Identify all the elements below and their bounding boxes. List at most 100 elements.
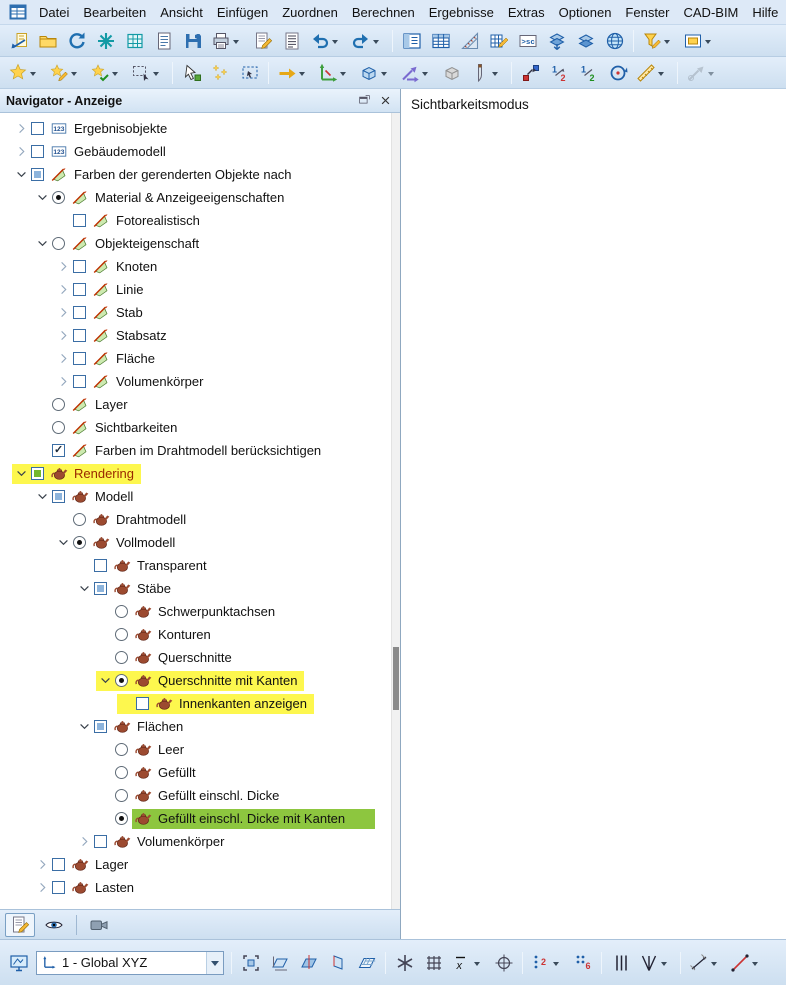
radio-button[interactable] xyxy=(52,398,65,411)
menu-zuordnen[interactable]: Zuordnen xyxy=(282,4,338,20)
tree-item-stab[interactable]: Stab xyxy=(0,301,400,324)
radio-button[interactable] xyxy=(52,237,65,250)
tree-item-drahtmodell[interactable]: Drahtmodell xyxy=(0,508,400,531)
generate-structure-button[interactable] xyxy=(92,28,119,54)
tree-item-farben-der-gerenderten-objekte-nach[interactable]: Farben der gerenderten Objekte nach xyxy=(0,163,400,186)
checkbox[interactable] xyxy=(52,490,65,503)
tab-data[interactable] xyxy=(5,912,35,937)
tree-item-label[interactable]: Linie xyxy=(116,282,144,297)
tree-item-label[interactable]: Vollmodell xyxy=(116,535,176,550)
tree-item-objekteigenschaft[interactable]: Objekteigenschaft xyxy=(0,232,400,255)
checkbox[interactable] xyxy=(73,329,86,342)
tree-item-label[interactable]: Gefüllt xyxy=(158,765,196,780)
menu-optionen[interactable]: Optionen xyxy=(558,4,612,20)
regenerate-model-button[interactable] xyxy=(63,28,90,54)
close-panel-button[interactable] xyxy=(376,92,394,110)
checkbox[interactable] xyxy=(73,306,86,319)
menu-berechnen[interactable]: Berechnen xyxy=(351,4,415,20)
project-button[interactable] xyxy=(397,60,436,86)
expand-arrow-icon[interactable] xyxy=(54,304,73,322)
viewport[interactable]: Sichtbarkeitsmodus xyxy=(401,89,786,939)
tree-item-innenkanten-anzeigen[interactable]: Innenkanten anzeigen xyxy=(0,692,400,715)
radio-button[interactable] xyxy=(73,513,86,526)
tree-item-label[interactable]: Farben der gerenderten Objekte nach xyxy=(74,167,292,182)
expand-arrow-icon[interactable] xyxy=(12,120,31,138)
print-preview-button[interactable] xyxy=(150,28,177,54)
checkbox[interactable] xyxy=(73,375,86,388)
radio-button[interactable] xyxy=(73,536,86,549)
layers-button[interactable] xyxy=(572,28,599,54)
grid-spacing-button[interactable]: x xyxy=(449,950,488,976)
menu-hilfe[interactable]: Hilfe xyxy=(752,4,779,20)
collapse-arrow-icon[interactable] xyxy=(33,189,52,207)
tree-item-label[interactable]: Schwerpunktachsen xyxy=(158,604,276,619)
tree-item-stabsatz[interactable]: Stabsatz xyxy=(0,324,400,347)
radio-button[interactable] xyxy=(115,789,128,802)
checkbox[interactable] xyxy=(94,835,107,848)
import-model-button[interactable] xyxy=(5,28,32,54)
expand-arrow-icon[interactable] xyxy=(54,373,73,391)
tree-item-label[interactable]: Gefüllt einschl. Dicke mit Kanten xyxy=(158,811,346,826)
tree-item-label[interactable]: Fotorealistisch xyxy=(116,213,200,228)
radio-button[interactable] xyxy=(52,421,65,434)
float-panel-button[interactable] xyxy=(355,92,373,110)
checkbox[interactable] xyxy=(94,582,107,595)
visibility-edit-button[interactable] xyxy=(46,60,85,86)
workplane-yz-button[interactable] xyxy=(324,950,351,976)
tree-item-label[interactable]: Rendering xyxy=(74,466,134,481)
tree-item-label[interactable]: Flächen xyxy=(137,719,184,734)
menu-datei[interactable]: Datei xyxy=(39,4,70,20)
tree-item-label[interactable]: Farben im Drahtmodell berücksichtigen xyxy=(95,443,322,458)
tree-item-label[interactable]: Transparent xyxy=(137,558,207,573)
checkbox[interactable] xyxy=(94,720,107,733)
radio-button[interactable] xyxy=(115,674,128,687)
radio-button[interactable] xyxy=(115,628,128,641)
checkbox[interactable] xyxy=(73,352,86,365)
checkbox[interactable] xyxy=(94,559,107,572)
tree-item-schwerpunktachsen[interactable]: Schwerpunktachsen xyxy=(0,600,400,623)
snap-points-6-button[interactable]: 6 xyxy=(569,950,596,976)
tree-item-gefüllt-einschl-dicke-mit-kanten[interactable]: Gefüllt einschl. Dicke mit Kanten xyxy=(0,807,400,830)
collapse-arrow-icon[interactable] xyxy=(33,488,52,506)
undo-button[interactable] xyxy=(307,28,346,54)
viewport-frame-button[interactable] xyxy=(237,950,264,976)
collapse-arrow-icon[interactable] xyxy=(96,672,115,690)
tree-item-label[interactable]: Querschnitte xyxy=(158,650,232,665)
expand-arrow-icon[interactable] xyxy=(33,879,52,897)
guidelines-parallel-button[interactable] xyxy=(607,950,634,976)
checkbox[interactable] xyxy=(73,260,86,273)
workplane-grid-button[interactable] xyxy=(353,950,380,976)
collapse-arrow-icon[interactable] xyxy=(12,465,31,483)
toggle-tables-button[interactable] xyxy=(427,28,454,54)
expand-arrow-icon[interactable] xyxy=(12,143,31,161)
tree-item-label[interactable]: Stab xyxy=(116,305,143,320)
edit-tables-button[interactable] xyxy=(485,28,512,54)
tree-item-label[interactable]: Volumenkörper xyxy=(137,834,225,849)
menu-fenster[interactable]: Fenster xyxy=(625,4,670,20)
collapse-arrow-icon[interactable] xyxy=(33,235,52,253)
import-layers-button[interactable] xyxy=(543,28,570,54)
radio-button[interactable] xyxy=(115,766,128,779)
tree-item-label[interactable]: Stabsatz xyxy=(116,328,167,343)
printout-report-button[interactable] xyxy=(278,28,305,54)
tree-item-gefüllt[interactable]: Gefüllt xyxy=(0,761,400,784)
combo-caret-icon[interactable] xyxy=(206,951,223,974)
export-screenshot-button[interactable]: >sc xyxy=(514,28,541,54)
tree-item-label[interactable]: Drahtmodell xyxy=(116,512,187,527)
move-copy-button[interactable] xyxy=(274,60,313,86)
tree-item-label[interactable]: Knoten xyxy=(116,259,158,274)
tree-item-label[interactable]: Querschnitte mit Kanten xyxy=(158,673,298,688)
tree-item-layer[interactable]: Layer xyxy=(0,393,400,416)
tree-item-konturen[interactable]: Konturen xyxy=(0,623,400,646)
tree-item-knoten[interactable]: Knoten xyxy=(0,255,400,278)
checkbox[interactable] xyxy=(31,467,44,480)
renumber-rotate-button[interactable] xyxy=(604,60,631,86)
expand-arrow-icon[interactable] xyxy=(54,327,73,345)
tab-display[interactable] xyxy=(39,913,69,937)
expand-arrow-icon[interactable] xyxy=(75,833,94,851)
select-visible-button[interactable] xyxy=(207,60,234,86)
checkbox[interactable] xyxy=(73,283,86,296)
partial-view-filter-button[interactable] xyxy=(639,28,678,54)
workplane-xz-button[interactable] xyxy=(295,950,322,976)
